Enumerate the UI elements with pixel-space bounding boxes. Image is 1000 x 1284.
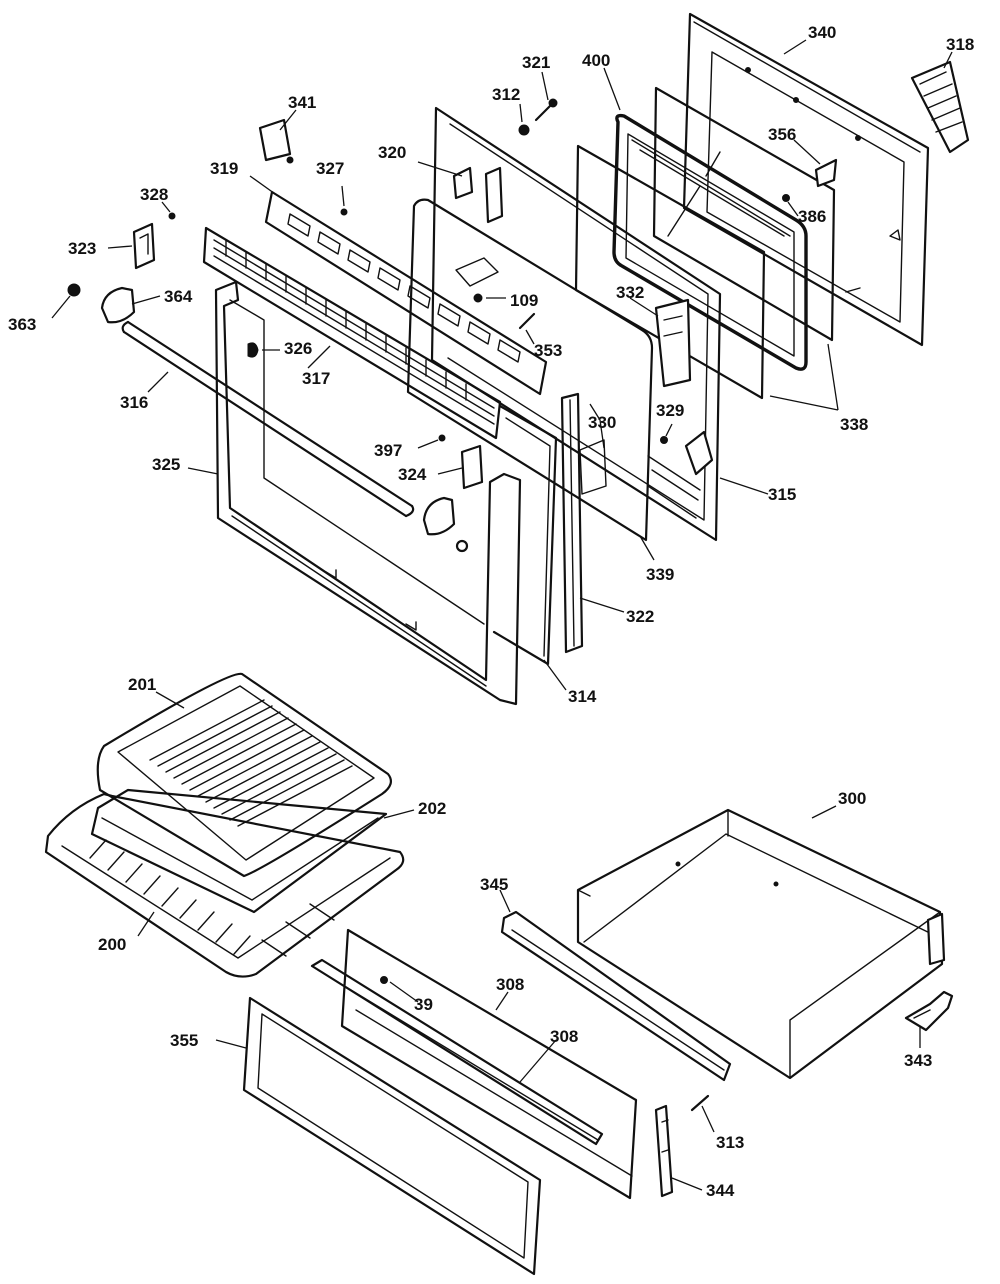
label-201: 201 — [128, 675, 156, 694]
label-109: 109 — [510, 291, 538, 310]
label-386: 386 — [798, 207, 826, 226]
part-355-drawer-face — [242, 996, 542, 1276]
part-314-door-gasket — [492, 404, 558, 666]
label-343: 343 — [904, 1051, 932, 1070]
label-330: 330 — [588, 413, 616, 432]
label-300: 300 — [838, 789, 866, 808]
part-325-outer-door-frame — [214, 280, 522, 706]
label-316: 316 — [120, 393, 148, 412]
label-356: 356 — [768, 125, 796, 144]
part-number-labels: 340 318 321 400 312 341 356 320 319 327 … — [8, 23, 974, 1200]
leader-lines — [51, 39, 953, 1191]
label-327: 327 — [316, 159, 344, 178]
part-319-vent-trim — [264, 190, 548, 396]
label-326: 326 — [284, 339, 312, 358]
label-345: 345 — [480, 875, 508, 894]
label-39: 39 — [414, 995, 433, 1014]
label-317: 317 — [302, 369, 330, 388]
part-326-clip — [247, 342, 259, 358]
label-324: 324 — [398, 465, 427, 484]
part-397-screw — [438, 434, 446, 442]
label-332: 332 — [616, 283, 644, 302]
label-340: 340 — [808, 23, 836, 42]
label-308a: 308 — [496, 975, 524, 994]
part-327-screw — [340, 208, 348, 216]
part-339-inner-panel — [406, 198, 668, 542]
label-397: 397 — [374, 441, 402, 460]
label-313: 313 — [716, 1133, 744, 1152]
part-344-drawer-clip — [654, 1104, 674, 1198]
label-338: 338 — [840, 415, 868, 434]
part-324-spacer — [460, 444, 484, 490]
label-318: 318 — [946, 35, 974, 54]
label-325: 325 — [152, 455, 180, 474]
part-317-vent-grille — [202, 226, 502, 440]
label-329: 329 — [656, 401, 684, 420]
part-308-drawer-trim — [310, 958, 604, 1146]
part-340-outer-door-panel — [682, 12, 930, 347]
label-341: 341 — [288, 93, 316, 112]
label-339: 339 — [646, 565, 674, 584]
part-308-drawer-front-panel — [340, 928, 638, 1200]
part-201-broiler-grid — [96, 672, 392, 878]
label-321: 321 — [522, 53, 550, 72]
part-312-nut — [518, 124, 530, 136]
part-341-clip — [258, 118, 294, 164]
label-364: 364 — [164, 287, 193, 306]
label-328: 328 — [140, 185, 168, 204]
label-322: 322 — [626, 607, 654, 626]
label-353: 353 — [534, 341, 562, 360]
part-386-screw — [782, 194, 790, 202]
part-315-inner-door — [430, 106, 722, 542]
part-316-handle-bar — [121, 320, 415, 518]
label-312: 312 — [492, 85, 520, 104]
label-363: 363 — [8, 315, 36, 334]
part-345-drawer-rail — [500, 910, 732, 1082]
label-308b: 308 — [550, 1027, 578, 1046]
part-323-bracket — [132, 222, 156, 270]
label-202: 202 — [418, 799, 446, 818]
part-318-handle-end — [910, 60, 970, 154]
label-323: 323 — [68, 239, 96, 258]
part-364-handle-cap — [100, 286, 469, 553]
part-202-broiler-pan — [90, 788, 388, 914]
label-315: 315 — [768, 485, 796, 504]
label-344: 344 — [706, 1181, 735, 1200]
part-356-clip — [814, 158, 838, 188]
part-400-door-liner — [612, 113, 808, 371]
label-400: 400 — [582, 51, 610, 70]
label-314: 314 — [568, 687, 597, 706]
part-343-slide-bracket — [904, 990, 954, 1032]
part-321-screw — [534, 98, 558, 122]
label-320: 320 — [378, 143, 406, 162]
part-300-drawer-box — [576, 808, 946, 1080]
part-338-glass-panels — [574, 86, 836, 400]
label-355: 355 — [170, 1031, 198, 1050]
label-200: 200 — [98, 935, 126, 954]
part-363-screw — [67, 283, 81, 297]
part-328-screw — [168, 212, 176, 220]
part-322-door-side-trim — [560, 392, 584, 654]
label-319: 319 — [210, 159, 238, 178]
part-200-oven-rack — [44, 792, 405, 978]
part-313-screw — [690, 1094, 710, 1112]
